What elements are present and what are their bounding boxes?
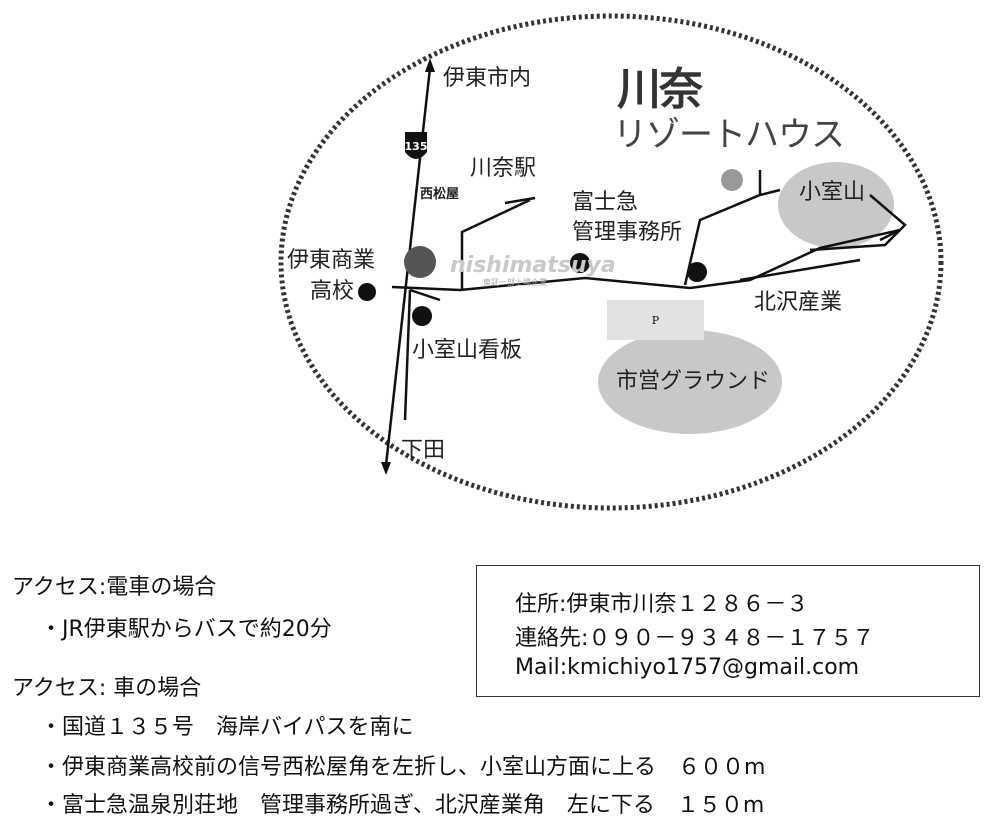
fujikyu-marker	[570, 253, 590, 273]
map-title: 川奈	[617, 64, 703, 115]
label-ito-city: 伊東市内	[443, 66, 532, 91]
access-train-item: ・JR伊東駅からバスで約20分	[40, 617, 332, 642]
kitazawa-marker	[687, 262, 707, 282]
label-ito-shogyo-school: 高校	[310, 279, 355, 304]
ground-area	[598, 330, 782, 434]
nishimatsuya-logo: nishimatsuya	[450, 253, 616, 278]
label-komuroyama-sign: 小室山看板	[412, 338, 523, 363]
area-map: 135	[278, 13, 944, 511]
sign-marker	[412, 306, 432, 326]
label-kawana-station: 川奈駅	[470, 156, 537, 181]
label-komuroyama: 小室山	[799, 180, 866, 205]
map-subtitle: リゾートハウス	[613, 115, 845, 155]
contact-address: 住所:伊東市川奈１２８６－３	[515, 592, 809, 617]
nishimatsuya-tagline: 東証一部上場企業	[483, 278, 547, 287]
route-135-shield	[405, 132, 427, 159]
access-car-heading: アクセス: 車の場合	[12, 676, 202, 701]
map-border	[278, 13, 944, 511]
contact-phone: 連絡先:０９０－９３４８－１７５７	[515, 626, 875, 651]
label-nishimatsuya-corner: 西松屋	[420, 187, 460, 202]
label-kitazawa: 北沢産業	[754, 290, 843, 315]
route-number: 135	[405, 140, 428, 153]
parking-area: P	[607, 300, 704, 340]
school-marker	[358, 283, 376, 301]
access-car-item: ・富士急温泉別荘地 管理事務所過ぎ、北沢産業角 左に下る １５０m	[40, 793, 765, 818]
contact-mail[interactable]: Mail:kmichiyo1757@gmail.com	[515, 655, 860, 680]
nishimatsuya-logo-icon	[404, 246, 436, 278]
label-fujikyu: 富士急	[572, 190, 639, 215]
label-ground: 市営グラウンド	[616, 369, 771, 394]
label-ito-shogyo: 伊東商業	[287, 248, 376, 273]
komuroyama-area	[778, 162, 894, 248]
resort-house-marker	[721, 169, 743, 191]
access-car-item: ・国道１３５号 海岸バイパスを南に	[40, 715, 414, 740]
label-shimoda: 下田	[401, 438, 446, 463]
access-train-heading: アクセス:電車の場合	[12, 575, 217, 600]
access-car-item: ・伊東商業高校前の信号西松屋角を左折し、小室山方面に上る ６００m	[40, 755, 766, 780]
label-fujikyu-office: 管理事務所	[572, 220, 683, 245]
contact-box: 住所:伊東市川奈１２８６－３ 連絡先:０９０－９３４８－１７５７ Mail:km…	[476, 565, 980, 697]
